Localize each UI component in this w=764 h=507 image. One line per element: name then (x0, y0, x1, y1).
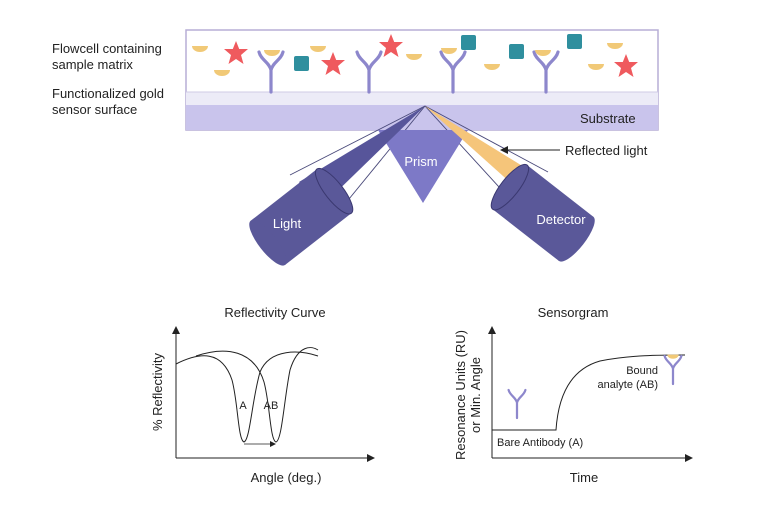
light-label: Light (273, 216, 302, 231)
square-analyte (461, 35, 476, 50)
flowcell-label-line1: Flowcell containing (52, 41, 162, 56)
sensor-label-line1: Functionalized gold (52, 86, 164, 101)
reflected-light-callout: Reflected light (500, 143, 648, 158)
square-analyte (294, 56, 309, 71)
bound-analyte-icon (667, 354, 679, 359)
curve-ab-label: AB (264, 400, 279, 412)
bare-antibody-icon (507, 388, 527, 420)
bound-antibody-icon (663, 354, 683, 386)
square-analyte (509, 44, 524, 59)
gold-sensor-layer (186, 92, 658, 105)
curve-a-label: A (239, 400, 247, 412)
bound-analyte-label-line2: analyte (AB) (597, 379, 658, 391)
flowcell-label-line2: sample matrix (52, 57, 133, 72)
reflectivity-ylabel: % Reflectivity (150, 352, 165, 431)
prism-label: Prism (404, 154, 437, 169)
sensorgram-ylabel-line1: Resonance Units (RU) (453, 330, 468, 460)
reflectivity-xlabel: Angle (deg.) (251, 470, 322, 485)
sensorgram-title: Sensorgram (538, 305, 609, 320)
bare-antibody-label: Bare Antibody (A) (497, 437, 583, 449)
bound-analyte-label-line1: Bound (626, 365, 658, 377)
sensorgram-xlabel: Time (570, 470, 598, 485)
reflectivity-title: Reflectivity Curve (224, 305, 325, 320)
analyte-particles (192, 34, 638, 77)
reflected-light-label: Reflected light (565, 143, 648, 158)
reflectivity-chart: Reflectivity Curve % Reflectivity Angle … (150, 305, 375, 485)
substrate-label: Substrate (580, 111, 636, 126)
light-source: Light (249, 167, 354, 266)
sensorgram-curve (492, 354, 686, 431)
detector: Detector (490, 163, 595, 262)
curve-a (175, 351, 319, 443)
square-analyte (567, 34, 582, 49)
detector-label: Detector (536, 212, 586, 227)
curve-ab (195, 347, 319, 443)
prism (378, 130, 468, 203)
sensor-label-line2: sensor surface (52, 102, 137, 117)
sensorgram-chart: Sensorgram Resonance Units (RU) or Min. … (453, 305, 693, 485)
sensorgram-ylabel-line2: or Min. Angle (468, 357, 483, 433)
